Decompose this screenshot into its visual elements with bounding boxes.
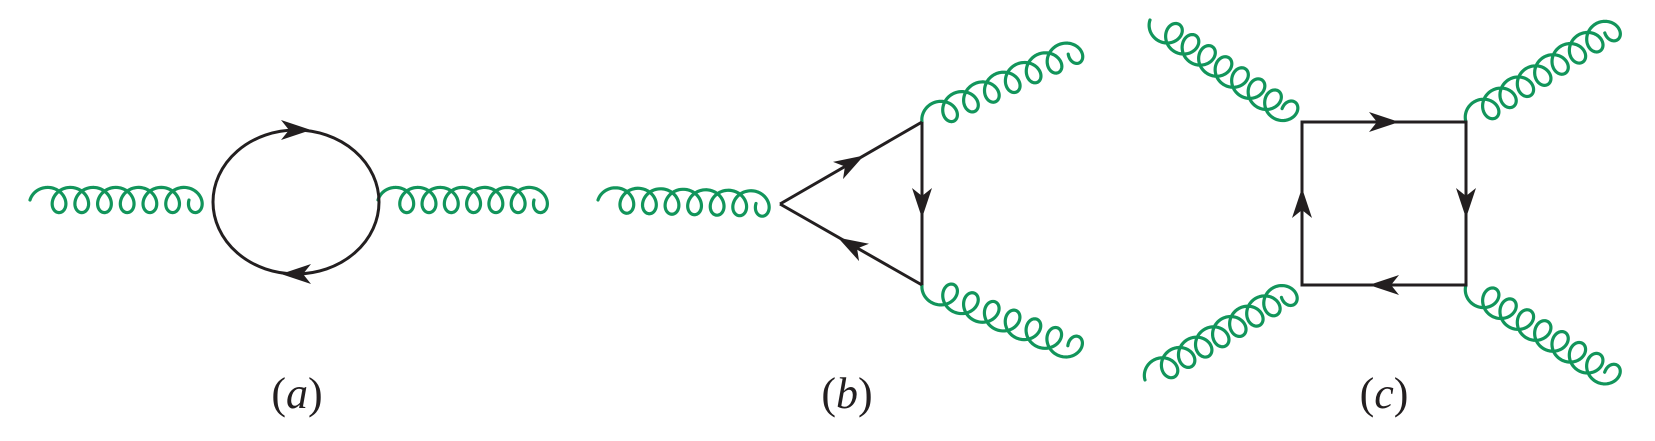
label-c-open: ( [1360, 369, 1375, 418]
arrow-c-left [1292, 188, 1312, 218]
gluon-line-c-bottom-left [1142, 283, 1299, 382]
label-a-letter: a [286, 369, 308, 418]
arrow-b-upper [833, 155, 864, 180]
label-b-open: ( [821, 369, 836, 418]
gluon-line-c-top-left [1147, 18, 1300, 123]
label-b-close: ) [858, 369, 873, 418]
fermion-loop-a [211, 128, 381, 276]
gluon-line-b-upper [920, 41, 1085, 124]
gluon-line-c-bottom-right [1463, 283, 1622, 386]
diagram-a: (a) [28, 120, 549, 418]
label-b: (b) [821, 369, 872, 418]
diagram-c: (c) [1142, 18, 1622, 418]
arrow-c-bottom [1369, 275, 1399, 295]
gluon-line-b-in [596, 186, 771, 218]
label-a-open: ( [271, 369, 286, 418]
arrow-a-bottom [281, 264, 311, 284]
arrow-c-right [1456, 188, 1476, 218]
gluon-line-b-lower [920, 282, 1085, 359]
gluon-line-a-left [28, 185, 204, 215]
label-b-letter: b [836, 369, 858, 418]
label-c: (c) [1360, 369, 1409, 418]
label-a-close: ) [308, 369, 323, 418]
fermion-box-c [1300, 120, 1468, 287]
label-a: (a) [271, 369, 322, 418]
arrow-c-top [1369, 112, 1399, 132]
gluon-line-a-right [376, 185, 549, 215]
arrow-b-right [912, 188, 932, 218]
label-c-letter: c [1374, 369, 1394, 418]
label-c-close: ) [1394, 369, 1409, 418]
diagram-b: (b) [596, 41, 1085, 418]
arrow-a-top [281, 120, 311, 140]
gluon-line-c-top-right [1463, 19, 1622, 124]
arrow-b-lower [837, 237, 869, 262]
